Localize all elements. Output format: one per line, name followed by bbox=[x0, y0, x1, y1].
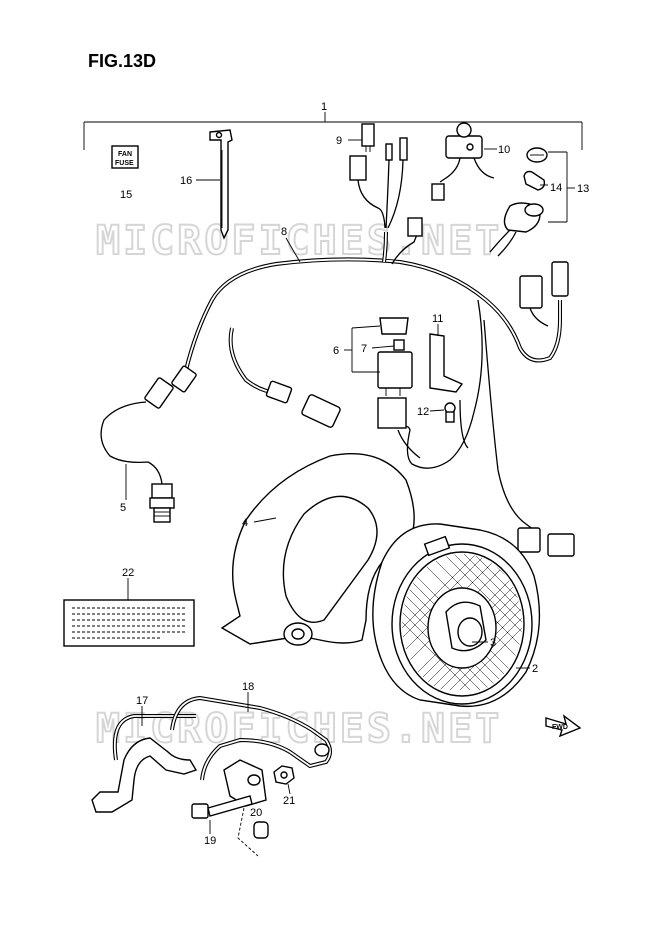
callout-11: 11 bbox=[432, 313, 443, 325]
direction-label: FWD bbox=[552, 724, 568, 731]
mounting-bracket-18 bbox=[170, 695, 332, 807]
callout-7: 7 bbox=[361, 343, 367, 355]
bushings bbox=[247, 774, 269, 839]
fan-motor bbox=[372, 523, 541, 708]
mounting-bolt bbox=[191, 795, 253, 819]
callout-12: 12 bbox=[417, 406, 429, 418]
harness-connectors bbox=[144, 217, 575, 557]
fan-switch bbox=[431, 122, 495, 201]
callout-5: 5 bbox=[120, 502, 126, 514]
mounting-nut bbox=[273, 765, 295, 785]
wiring-harness bbox=[184, 231, 562, 531]
callout-13: 13 bbox=[577, 183, 589, 195]
callout-10: 10 bbox=[498, 144, 510, 156]
assembly-bracket bbox=[83, 112, 583, 150]
bracket-bolt bbox=[444, 402, 456, 423]
callout-14: 14 bbox=[550, 182, 562, 194]
fan-fuse-label: FAN FUSE bbox=[111, 145, 139, 169]
caution-label bbox=[63, 599, 195, 647]
callout-2: 2 bbox=[532, 663, 538, 675]
callout-9: 9 bbox=[336, 135, 342, 147]
fuse-label-line2: FUSE bbox=[115, 160, 134, 167]
mounting-bracket-17 bbox=[91, 714, 198, 813]
thermo-switch bbox=[100, 401, 175, 523]
callout-4: 4 bbox=[242, 517, 248, 529]
fan-shroud bbox=[220, 453, 415, 646]
watermark-top: MICROFICHES.NET bbox=[96, 218, 502, 264]
callout-22: 22 bbox=[122, 567, 134, 579]
fuse-label-line1: FAN bbox=[118, 151, 132, 158]
callout-18: 18 bbox=[242, 681, 254, 693]
clamp-tie bbox=[209, 129, 233, 240]
callout-15: 15 bbox=[120, 189, 132, 201]
watermark-bottom: MICROFICHES.NET bbox=[96, 706, 502, 752]
relay-bracket bbox=[429, 333, 464, 393]
callout-1: 1 bbox=[321, 101, 327, 113]
indicator-bulbs bbox=[523, 147, 548, 191]
direction-arrow: FWD bbox=[545, 714, 582, 738]
callout-21: 21 bbox=[283, 795, 295, 807]
figure-title: FIG.13D bbox=[88, 51, 156, 71]
fan-relay bbox=[377, 317, 413, 429]
callout-20: 20 bbox=[250, 807, 262, 819]
bulb-socket bbox=[489, 202, 544, 257]
callout-3: 3 bbox=[490, 637, 496, 649]
callout-17: 17 bbox=[136, 695, 148, 707]
callout-6: 6 bbox=[333, 345, 339, 357]
fuse-connector bbox=[349, 123, 408, 229]
callout-8: 8 bbox=[281, 226, 287, 238]
callout-16: 16 bbox=[180, 175, 192, 187]
callout-19: 19 bbox=[204, 835, 216, 847]
